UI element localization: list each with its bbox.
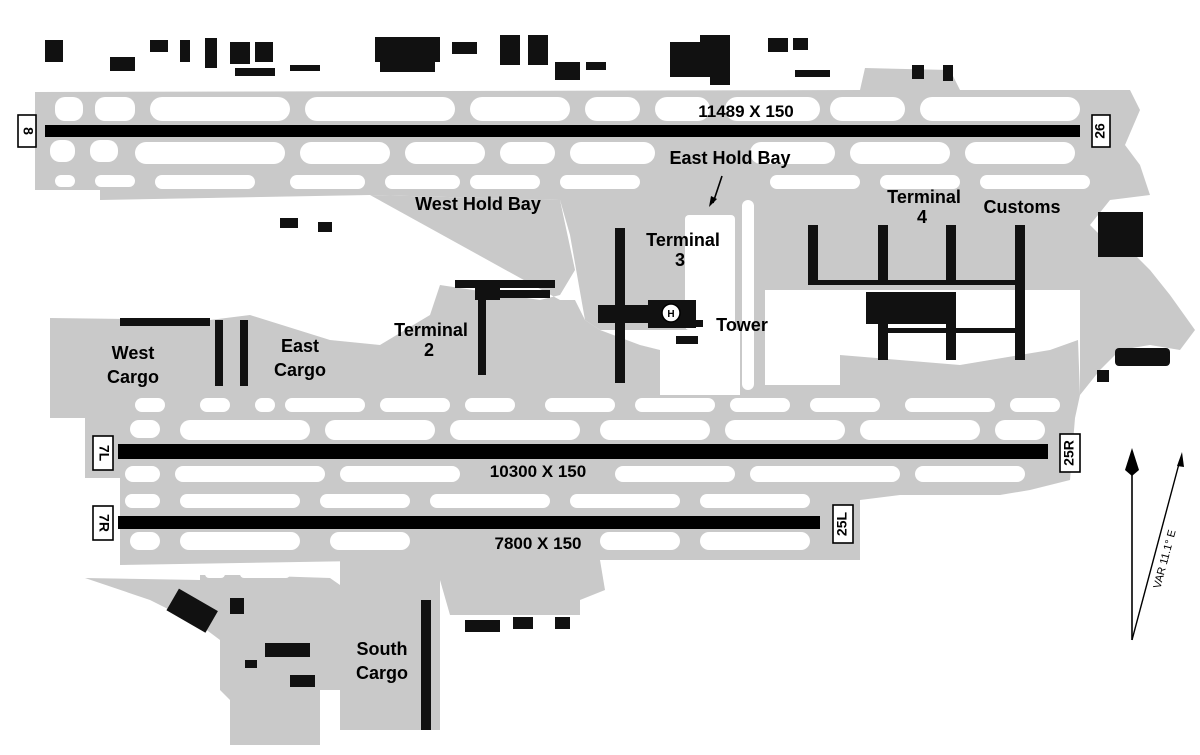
- west-cargo-label-line1: West: [112, 343, 155, 363]
- terminal-4-label-line2: 4: [917, 207, 927, 227]
- building: [912, 65, 924, 79]
- building: [255, 42, 273, 62]
- building: [500, 35, 520, 65]
- building: [230, 42, 250, 64]
- terminal-4-pier: [946, 324, 956, 360]
- terminal-2-pier: [478, 300, 486, 375]
- building: [768, 38, 788, 52]
- terminal-2-label-line1: Terminal: [394, 320, 468, 340]
- terminal-4-building: [866, 292, 956, 324]
- building: [150, 40, 168, 52]
- building: [205, 38, 217, 68]
- building: [280, 218, 298, 228]
- runway-dimensions-south: 7800 X 150: [495, 534, 582, 553]
- building: [380, 62, 435, 72]
- terminal-2-building: [455, 280, 555, 288]
- tower: [696, 320, 703, 327]
- south-cargo-label-line2: Cargo: [356, 663, 408, 683]
- runway-end-8: 8: [17, 114, 37, 148]
- building: [375, 37, 440, 62]
- building: [290, 675, 315, 687]
- terminal-3-label-line1: Terminal: [646, 230, 720, 250]
- runway-label: 25L: [834, 511, 850, 536]
- runway-label: 25R: [1061, 440, 1077, 466]
- runway-end-26: 26: [1091, 114, 1111, 148]
- terminal-4-pier: [878, 324, 888, 360]
- terminal-4-pier: [946, 225, 956, 285]
- helipad-label: H: [667, 309, 674, 320]
- building: [528, 35, 548, 65]
- building: [265, 643, 310, 657]
- building: [676, 336, 698, 344]
- runway-7L-25R: [118, 444, 1048, 459]
- building: [290, 65, 320, 71]
- building: [700, 35, 730, 65]
- building: [230, 598, 244, 614]
- building: [1097, 370, 1109, 382]
- helipad-icon: H: [661, 303, 681, 323]
- building: [555, 62, 580, 80]
- building: [943, 65, 953, 81]
- building: [710, 65, 730, 85]
- east-cargo-building: [240, 320, 248, 386]
- south-cargo-building: [421, 600, 431, 730]
- building: [452, 42, 477, 54]
- building: [465, 620, 500, 632]
- building: [586, 62, 606, 70]
- west-cargo-label-line2: Cargo: [107, 367, 159, 387]
- east-cargo-label-line2: Cargo: [274, 360, 326, 380]
- building: [793, 38, 808, 50]
- building: [245, 660, 257, 668]
- building: [180, 40, 190, 62]
- tower-label: Tower: [716, 315, 768, 335]
- terminal-4-connector: [808, 280, 1025, 285]
- building: [45, 40, 63, 62]
- terminal-3-label-line2: 3: [675, 250, 685, 270]
- customs-label: Customs: [983, 197, 1060, 217]
- runway-end-25R: 25R: [1059, 433, 1081, 473]
- runway-end-7R: 7R: [92, 505, 114, 541]
- terminal-3-building: [598, 305, 648, 323]
- terminal-4-pier: [808, 225, 818, 285]
- west-hold-bay-label: West Hold Bay: [415, 194, 541, 214]
- terminal-2-label-line2: 2: [424, 340, 434, 360]
- runway-end-7L: 7L: [92, 435, 114, 471]
- terminal-4-pier: [1015, 285, 1025, 360]
- runway-dimensions-middle: 10300 X 150: [490, 462, 586, 481]
- runway-label: 8: [20, 127, 36, 135]
- runway-label: 7L: [96, 445, 112, 462]
- east-cargo-building: [215, 320, 223, 386]
- north-arrow-icon: [1125, 448, 1184, 641]
- terminal-4-pier: [1015, 225, 1025, 285]
- south-cargo-label-line1: South: [357, 639, 408, 659]
- east-hold-bay-label: East Hold Bay: [669, 148, 790, 168]
- building: [110, 57, 135, 71]
- runway-label: 7R: [96, 514, 112, 532]
- terminal-2-building: [500, 290, 550, 298]
- building: [166, 588, 218, 633]
- building: [795, 70, 830, 77]
- east-cargo-label-line1: East: [281, 336, 319, 356]
- runways: [45, 125, 1080, 529]
- runway-7R-25L: [118, 516, 820, 529]
- building: [513, 617, 533, 629]
- buildings: [45, 35, 1170, 730]
- terminal-4-pier: [878, 225, 888, 285]
- runway-8-26: [45, 125, 1080, 137]
- customs-building: [1098, 212, 1143, 257]
- runway-dimensions-north: 11489 X 150: [698, 102, 793, 121]
- building: [235, 68, 275, 76]
- terminal-2-building: [475, 288, 500, 300]
- runway-end-25L: 25L: [832, 504, 854, 544]
- terminal-4-label-line1: Terminal: [887, 187, 961, 207]
- magnetic-variation-label: VAR 11.1° E: [1152, 529, 1179, 590]
- runway-label: 26: [1092, 123, 1108, 139]
- west-cargo-building: [120, 318, 210, 326]
- building: [1115, 348, 1170, 366]
- building: [555, 617, 570, 629]
- east-hold-bay-arrow: [709, 175, 723, 207]
- grass-islands: [50, 97, 1090, 578]
- building: [318, 222, 332, 232]
